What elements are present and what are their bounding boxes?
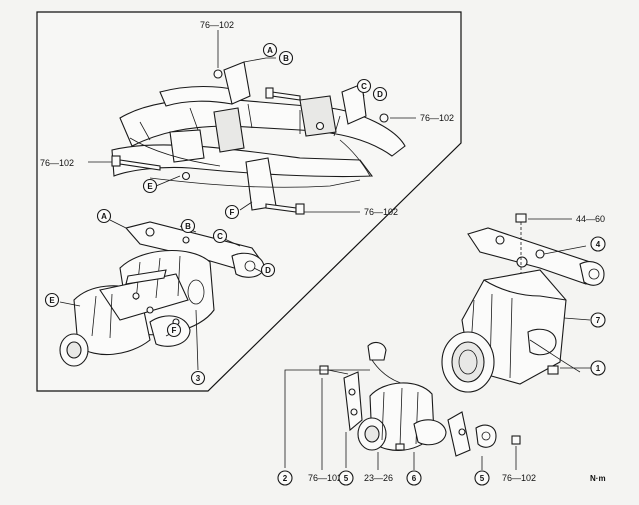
callout-f-upper: F <box>224 204 240 220</box>
callout-1: 1 <box>590 360 606 376</box>
callout-6: 6 <box>406 470 422 486</box>
callout-d-lower: D <box>260 262 276 278</box>
svg-text:2: 2 <box>283 474 288 483</box>
svg-text:7: 7 <box>596 316 601 325</box>
callout-5-right: 5 <box>474 470 490 486</box>
torque-label-top: 76—102 <box>200 20 234 30</box>
chassis-frame-drawing <box>111 61 406 215</box>
bottom-differential-drawing <box>319 341 521 457</box>
callout-a-lower: A <box>96 208 112 224</box>
svg-text:B: B <box>283 54 289 63</box>
callout-a-upper: A <box>262 42 278 58</box>
svg-text:A: A <box>101 212 107 221</box>
callout-2: 2 <box>277 470 293 486</box>
callout-c-upper: C <box>356 78 372 94</box>
callout-c-lower: C <box>212 228 228 244</box>
callout-5-left: 5 <box>338 470 354 486</box>
callout-4: 4 <box>590 236 606 252</box>
callout-b-upper: B <box>278 50 294 66</box>
svg-text:5: 5 <box>344 474 349 483</box>
inset-differential-drawing <box>59 221 265 367</box>
torque-label-bottom-b: 23—26 <box>364 473 393 483</box>
svg-text:E: E <box>147 182 153 191</box>
svg-text:5: 5 <box>480 474 485 483</box>
svg-text:F: F <box>172 326 177 335</box>
torque-label-center: 76—102 <box>364 207 398 217</box>
svg-text:B: B <box>185 222 191 231</box>
svg-text:E: E <box>49 296 55 305</box>
svg-text:A: A <box>267 46 273 55</box>
torque-label-left: 76—102 <box>40 158 74 168</box>
callout-e-lower: E <box>44 292 60 308</box>
svg-text:4: 4 <box>596 240 601 249</box>
torque-label-bottom-a: 76—102 <box>308 473 342 483</box>
callout-e-upper: E <box>142 178 158 194</box>
svg-text:F: F <box>230 208 235 217</box>
callout-7: 7 <box>590 312 606 328</box>
callout-3: 3 <box>190 370 206 386</box>
svg-text:3: 3 <box>196 374 201 383</box>
callout-f-lower: F <box>166 322 182 338</box>
callout-d-upper: D <box>372 86 388 102</box>
torque-label-bottom-c: 76—102 <box>502 473 536 483</box>
torque-label-mount-bolt: 44—60 <box>576 214 605 224</box>
svg-text:1: 1 <box>596 364 601 373</box>
unit-label: N·m <box>590 474 606 483</box>
svg-text:C: C <box>361 82 367 91</box>
svg-text:C: C <box>217 232 223 241</box>
svg-text:D: D <box>377 90 383 99</box>
svg-text:6: 6 <box>412 474 417 483</box>
svg-text:D: D <box>265 266 271 275</box>
right-differential-drawing <box>441 269 581 393</box>
callout-b-lower: B <box>180 218 196 234</box>
torque-label-right-upper: 76—102 <box>420 113 454 123</box>
